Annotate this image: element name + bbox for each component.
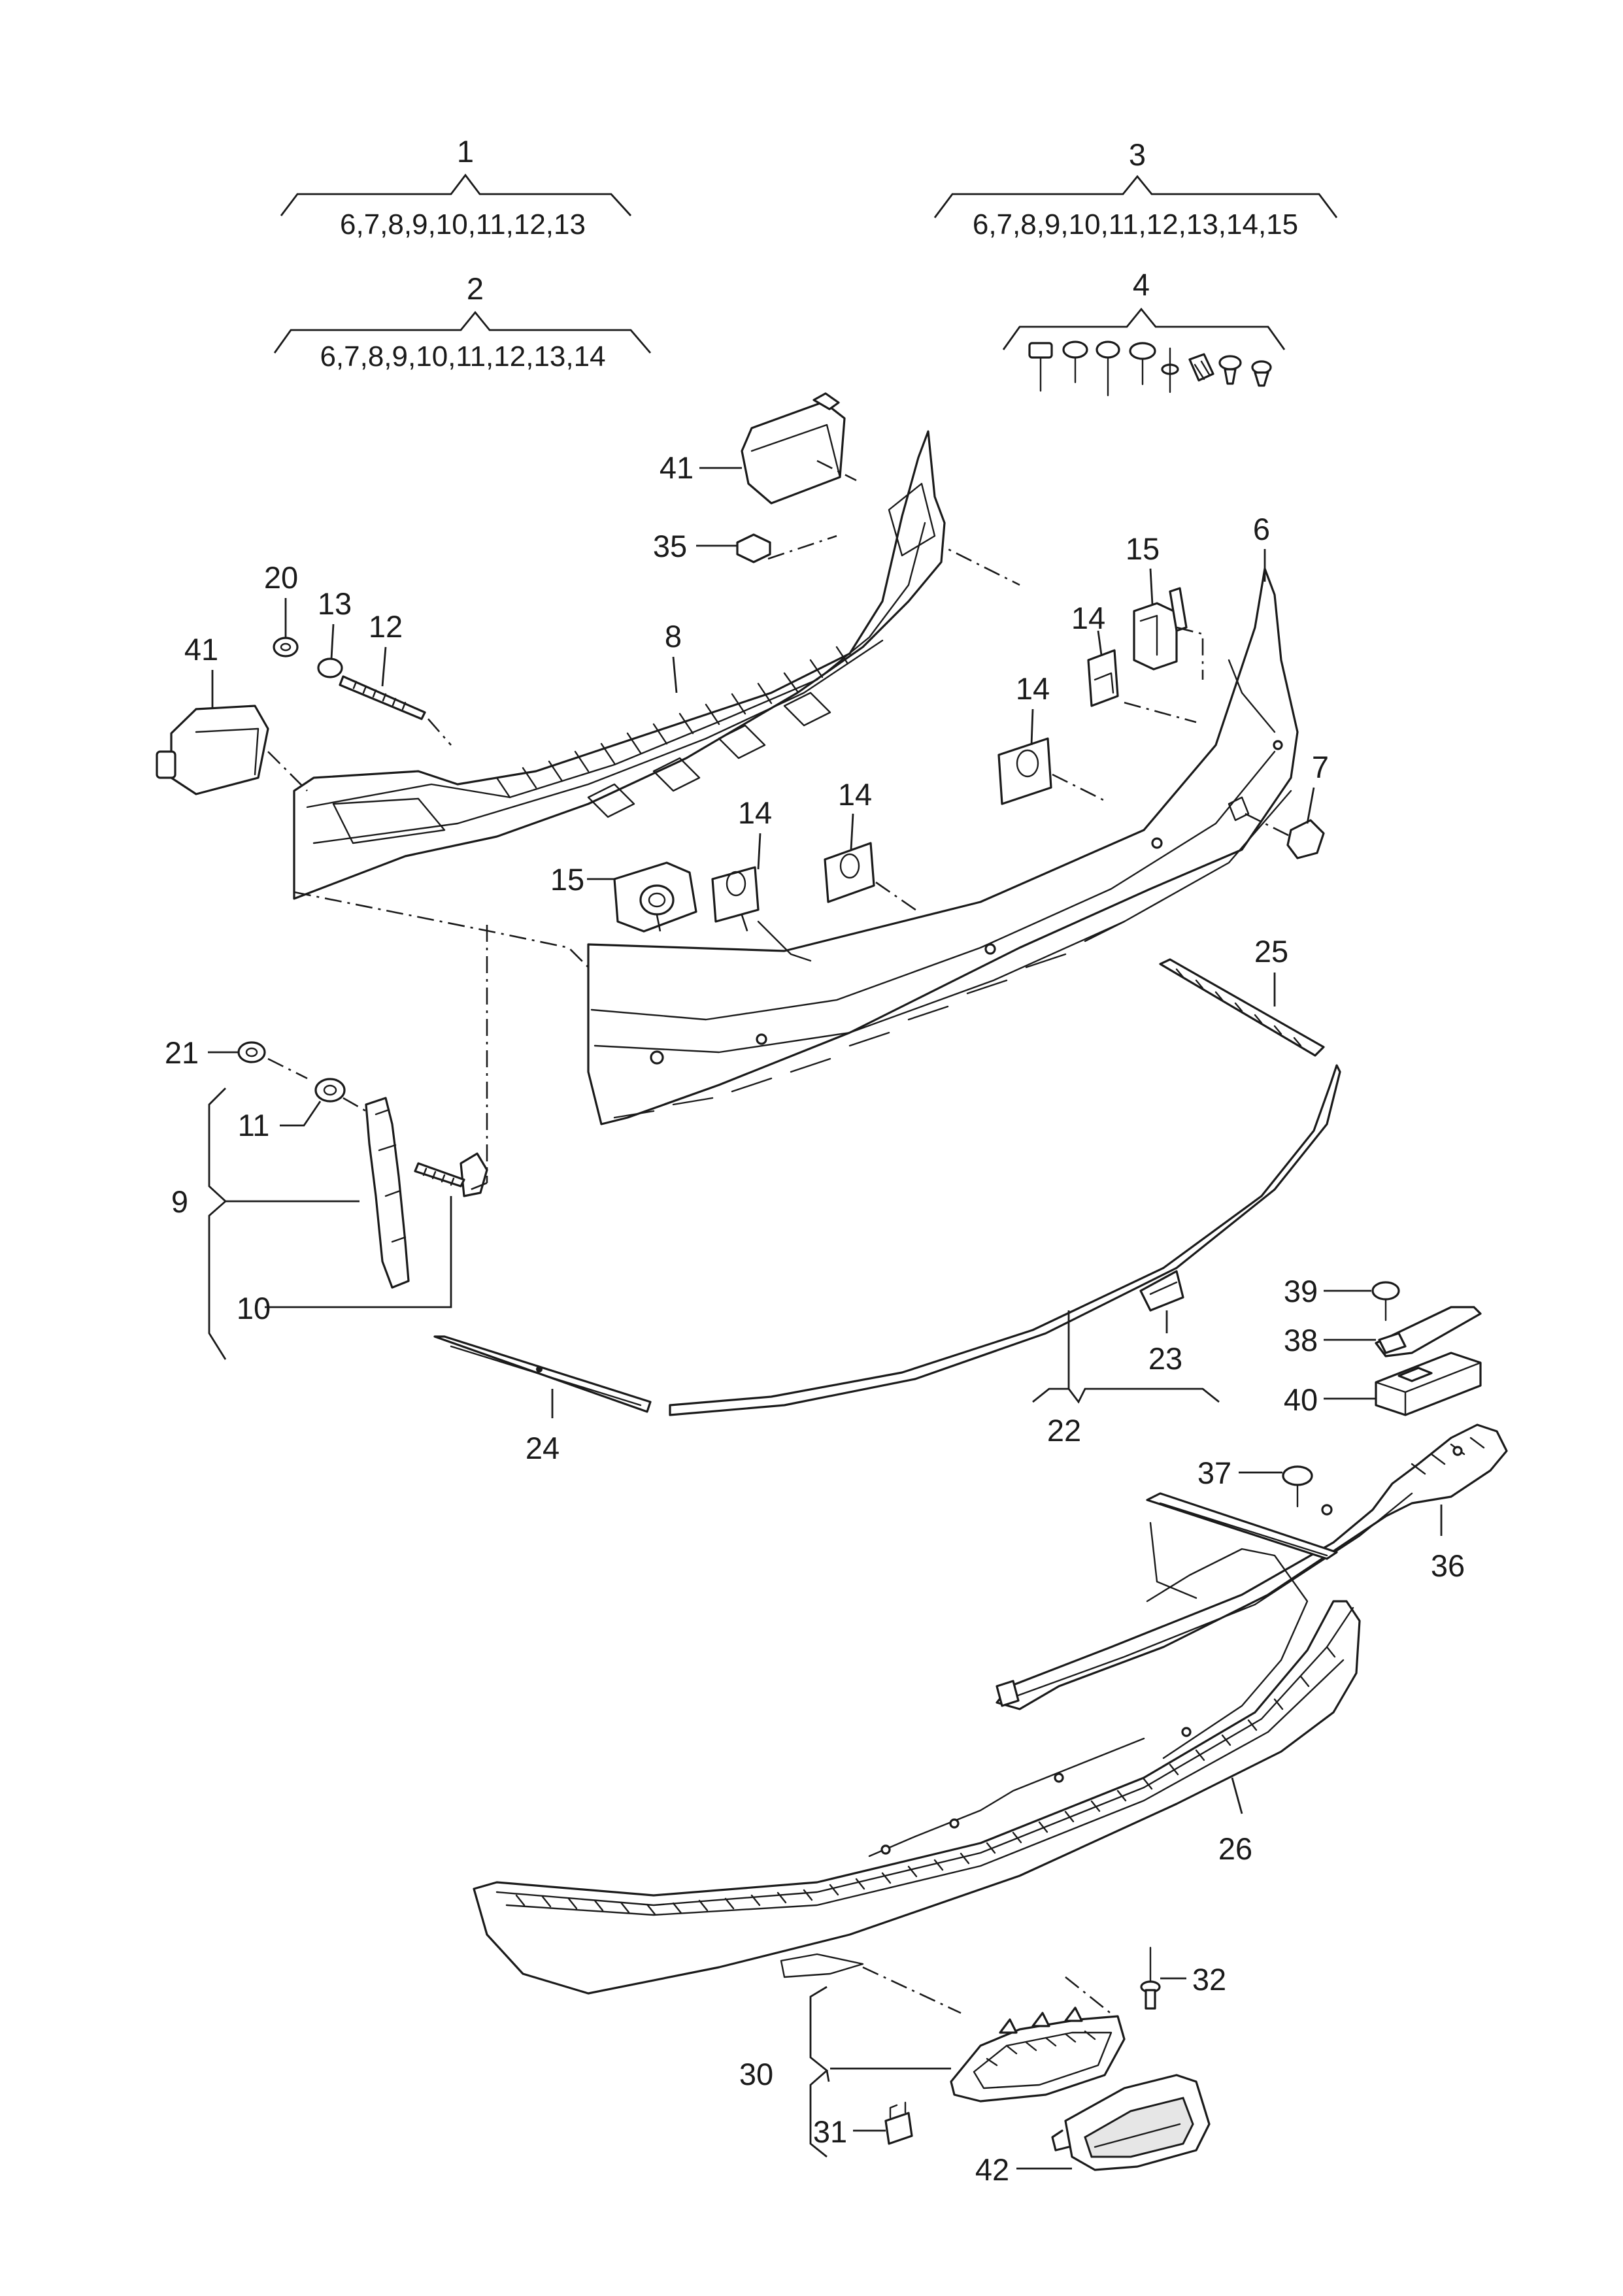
part-40-control-module[interactable]: 40: [1284, 1352, 1482, 1417]
screw-icon: [1062, 341, 1088, 384]
callout-14-d: 14: [1016, 671, 1050, 706]
callout-36: 36: [1431, 1548, 1465, 1583]
part-20-nut[interactable]: 20: [264, 560, 299, 657]
callout-6: 6: [1253, 512, 1270, 546]
carrier-body: [293, 430, 946, 900]
part-31-clip[interactable]: 31: [813, 2101, 913, 2149]
callout-42: 42: [975, 2152, 1009, 2187]
group-1-contents: 6,7,8,9,10,11,12,13: [340, 208, 586, 241]
part-14-holder-c[interactable]: 14: [824, 777, 875, 903]
callout-24: 24: [526, 1431, 560, 1465]
callout-14-c: 14: [838, 777, 872, 812]
part-37-screw[interactable]: 37: [1197, 1456, 1313, 1508]
group-2-contents: 6,7,8,9,10,11,12,13,14: [320, 341, 605, 373]
group-3-contents: 6,7,8,9,10,11,12,13,14,15: [973, 208, 1298, 241]
callout-40: 40: [1284, 1382, 1318, 1417]
callout-35: 35: [653, 529, 687, 563]
part-13-washer[interactable]: 13: [317, 586, 352, 678]
part-8-bumper-carrier[interactable]: 8: [293, 430, 946, 900]
cover-shell: [587, 567, 1299, 1125]
callout-14-b: 14: [738, 795, 772, 830]
group-3[interactable]: 3 6,7,8,9,10,11,12,13,14,15: [933, 137, 1338, 241]
group-4-number: 4: [1133, 267, 1150, 302]
callout-15-right: 15: [1126, 531, 1160, 566]
clip-icon: [1188, 353, 1214, 382]
part-21-nut[interactable]: 21: [165, 1035, 266, 1070]
part-35-clip[interactable]: 35: [653, 529, 771, 563]
sensor-housing: [741, 401, 846, 505]
callout-14-e: 14: [1071, 601, 1105, 635]
group-3-brace: [933, 175, 1338, 218]
callout-32: 32: [1192, 1962, 1226, 1997]
part-36-carrier[interactable]: 36: [996, 1423, 1508, 1710]
part-38-bracket[interactable]: 38: [1284, 1306, 1482, 1357]
callout-9: 9: [171, 1184, 188, 1219]
part-14-holder-d[interactable]: 14: [997, 671, 1052, 805]
diffuser-body: [473, 1600, 1361, 1995]
callout-13: 13: [318, 586, 352, 621]
part-41-left-sensor[interactable]: 41: [156, 632, 269, 795]
callout-8: 8: [665, 619, 682, 654]
callout-30: 30: [739, 2057, 773, 2091]
part-32-rivet[interactable]: 32: [1140, 1946, 1226, 2010]
group-4-brace: [1002, 307, 1286, 350]
part-14-holder-e[interactable]: 14: [1071, 601, 1119, 707]
group-4[interactable]: 4: [1002, 267, 1286, 397]
part-42-exhaust-tip[interactable]: 42: [975, 2074, 1211, 2187]
part-11-washer[interactable]: 11: [238, 1078, 346, 1142]
part-15-right-sensor-holder[interactable]: 15: [1126, 531, 1188, 671]
hardware-kit-icons: [1028, 341, 1272, 397]
group-1-brace: [280, 173, 632, 216]
part-23-clip[interactable]: 23: [1139, 1270, 1184, 1376]
group-1[interactable]: 1 6,7,8,9,10,11,12,13: [280, 134, 632, 241]
part-10-bracket[interactable]: 10: [237, 1097, 488, 1325]
part-30-exhaust-trim[interactable]: 30: [739, 1986, 1126, 2158]
part-22-trim-strip[interactable]: 22: [669, 1064, 1341, 1448]
callout-41-left: 41: [184, 632, 218, 667]
part-24-trim-strip[interactable]: 24: [433, 1335, 652, 1465]
part-26-diffuser[interactable]: 26: [473, 1522, 1361, 1995]
part-14-holder-b[interactable]: 14: [711, 795, 772, 923]
part-39-screw[interactable]: 39: [1284, 1274, 1400, 1322]
part-15-left-sensor-holder[interactable]: 15: [550, 861, 697, 933]
callout-31: 31: [813, 2114, 847, 2149]
callout-23: 23: [1148, 1341, 1182, 1376]
group-3-number: 3: [1129, 137, 1146, 172]
part-7-tow-cap[interactable]: 7: [1286, 750, 1329, 859]
part-12-stud-bolt[interactable]: 12: [339, 609, 426, 720]
expanding-clip-icon: [1251, 360, 1272, 387]
callout-10: 10: [237, 1291, 271, 1325]
callout-37: 37: [1197, 1456, 1231, 1490]
callout-38: 38: [1284, 1323, 1318, 1357]
callout-21: 21: [165, 1035, 199, 1070]
part-25-trim-strip[interactable]: 25: [1159, 934, 1325, 1057]
group-2-number: 2: [467, 271, 484, 306]
group-2-brace: [273, 310, 652, 354]
callout-22: 22: [1047, 1413, 1081, 1448]
flange-screw-icon: [1129, 342, 1156, 386]
callout-41-upper: 41: [660, 450, 694, 485]
callout-11: 11: [238, 1108, 270, 1142]
callout-25: 25: [1254, 934, 1288, 969]
callout-26: 26: [1218, 1831, 1252, 1866]
part-41-upper-sensor[interactable]: 41: [660, 392, 846, 505]
part-9-bracket-assembly[interactable]: 9: [171, 1088, 360, 1360]
group-1-number: 1: [457, 134, 474, 169]
push-clip-icon: [1218, 355, 1242, 385]
long-screw-icon: [1096, 341, 1120, 397]
callout-39: 39: [1284, 1274, 1318, 1308]
part-6-bumper-cover[interactable]: 6: [587, 512, 1299, 1125]
group-2[interactable]: 2 6,7,8,9,10,11,12,13,14: [273, 271, 652, 373]
rivet-icon: [1161, 347, 1179, 393]
bolt-icon: [1028, 342, 1053, 392]
callout-20: 20: [264, 560, 298, 595]
callout-12: 12: [369, 609, 403, 644]
callout-15-left: 15: [550, 862, 584, 897]
callout-7: 7: [1312, 750, 1329, 784]
